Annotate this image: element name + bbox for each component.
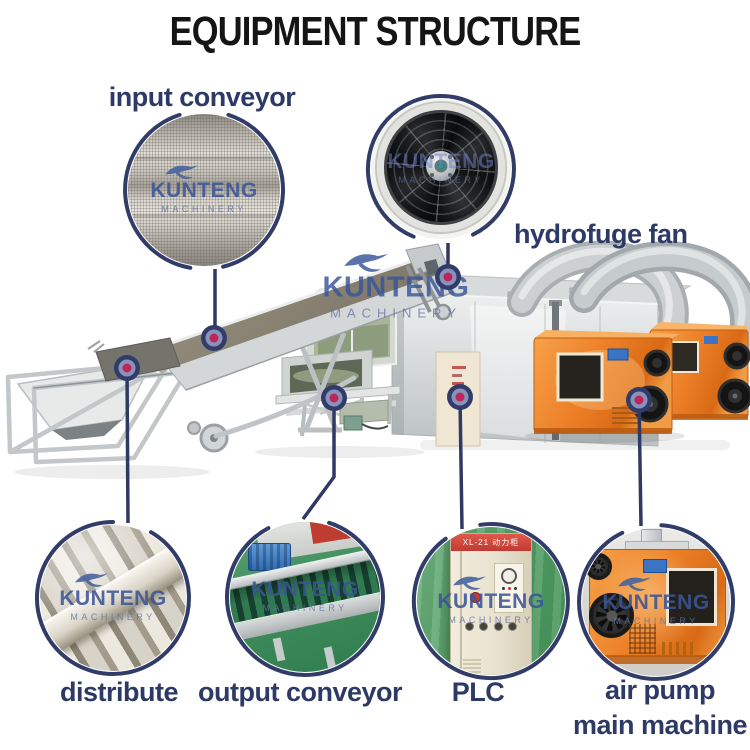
air-pump-window <box>666 567 717 626</box>
plc-cabinet-header: XL-21 动力柜 <box>450 533 532 552</box>
duct-2 <box>569 241 750 361</box>
fan-icon <box>584 553 612 581</box>
cabinet-door-seam <box>460 551 463 675</box>
cabinet-vent <box>463 658 482 673</box>
feed-hopper <box>5 359 357 465</box>
discharge-tunnel <box>275 349 401 437</box>
machine-control-panel <box>435 351 481 447</box>
machine-base <box>589 655 726 665</box>
page-title: EQUIPMENT STRUCTURE <box>169 8 582 54</box>
cabinet-knobs <box>465 621 517 631</box>
vent-slots <box>661 641 695 656</box>
plc-cabinet: XL-21 动力柜 <box>449 532 533 675</box>
distribute-photo: KUNTENG MACHINERY <box>40 525 186 671</box>
hydrofuge-fan-photo: KUNTENG MACHINERY <box>371 99 511 239</box>
control-screen <box>642 559 667 573</box>
label-input-conveyor: input conveyor <box>108 82 296 112</box>
distributor-channel <box>40 536 186 664</box>
brand-watermark: KUNTENG MACHINERY <box>136 162 273 214</box>
label-air-pump-line1: air pump <box>604 675 716 705</box>
belt-leg <box>323 645 336 670</box>
output-conveyor-photo: KUNTENG MACHINERY <box>230 522 380 672</box>
red-button <box>469 592 481 604</box>
gauge-icon <box>501 568 517 585</box>
label-hydrofuge-fan: hydrofuge fan <box>514 219 688 249</box>
brand-bird-icon <box>165 165 199 179</box>
vent-grid <box>629 624 656 654</box>
air-pump-photo: KUNTENG MACHINERY <box>582 528 730 676</box>
label-output-conveyor: output conveyor <box>197 677 403 707</box>
cabinet-gauge-panel <box>493 563 525 614</box>
air-pump-machine-front <box>525 330 685 443</box>
plc-photo: XL-21 动力柜 KUNTENG MACHINERY <box>417 527 565 675</box>
label-air-pump-line2: main machine <box>572 710 748 740</box>
belt-leg <box>272 636 285 661</box>
input-conveyor-photo: KUNTENG MACHINERY <box>128 114 280 266</box>
label-plc: PLC <box>451 677 505 707</box>
fan-hub <box>426 151 456 182</box>
label-distribute: distribute <box>59 677 179 707</box>
air-pump-machine-back <box>649 322 750 420</box>
